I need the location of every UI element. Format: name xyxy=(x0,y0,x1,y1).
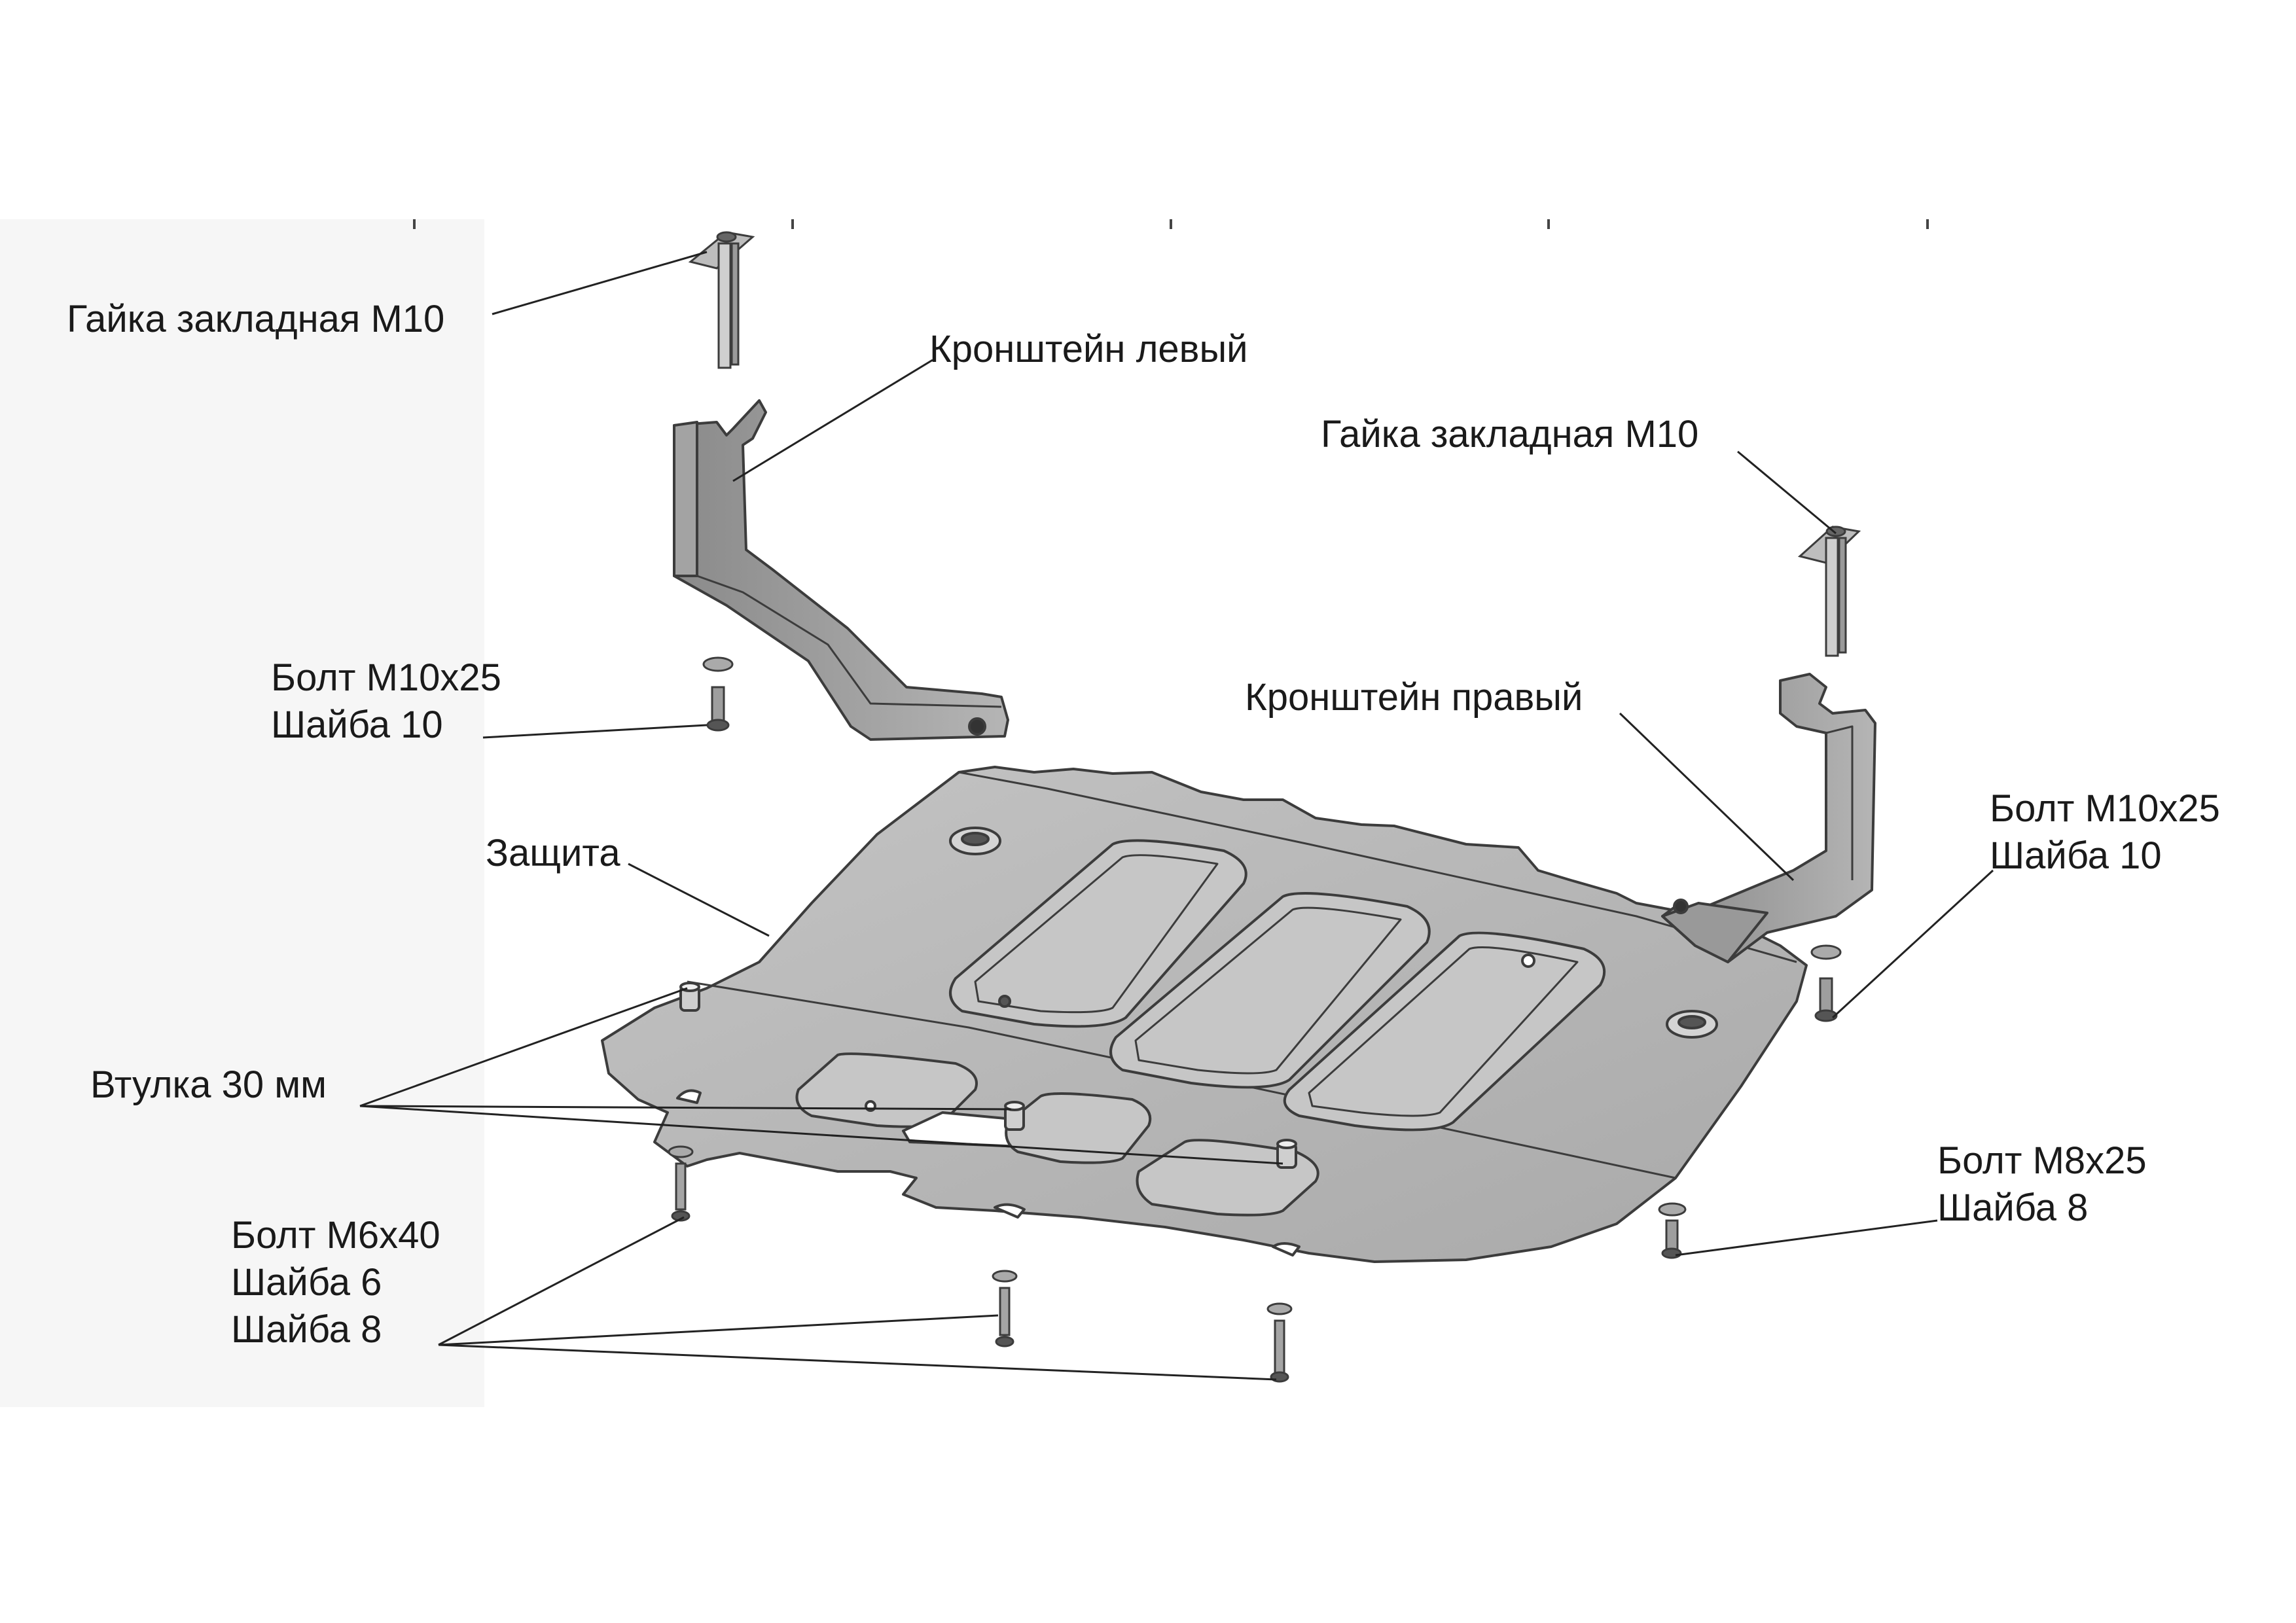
leader-bolt-m6 xyxy=(438,1216,1277,1381)
label-bolt-m6-line1: Болт М6х40 xyxy=(231,1214,440,1257)
leader-nut-left xyxy=(492,251,708,315)
label-bolt-m10-left-line2: Шайба 10 xyxy=(271,704,443,746)
leader-guard xyxy=(628,863,770,937)
leader-bolt-left xyxy=(482,724,708,739)
label-bolt-m6: Болт М6х40 Шайба 6 Шайба 8 xyxy=(231,1212,440,1353)
label-bolt-m10-left-line1: Болт М10х25 xyxy=(271,656,501,699)
label-nut-right: Гайка закладная М10 xyxy=(1321,413,1699,455)
label-bolt-m8-line1: Болт М8х25 xyxy=(1937,1139,2147,1182)
label-bolt-m10-left: Болт М10х25 Шайба 10 xyxy=(271,654,501,749)
label-bolt-m10-right: Болт М10х25 Шайба 10 xyxy=(1990,785,2220,880)
embedded-nut-left xyxy=(688,231,755,369)
bushings xyxy=(679,982,1297,1169)
leader-bolt-m8 xyxy=(1675,1219,1938,1257)
leader-bracket-left xyxy=(732,359,933,482)
guard-mount-holes xyxy=(676,827,1718,1257)
label-bracket-left: Кронштейн левый xyxy=(929,328,1248,370)
label-bolt-m8-line2: Шайба 8 xyxy=(1937,1186,2089,1229)
leader-lines xyxy=(359,251,1994,1381)
label-guard: Защита xyxy=(486,832,620,874)
bolts-m6 xyxy=(668,1145,1293,1383)
label-nut-left: Гайка закладная М10 xyxy=(67,298,445,340)
label-bracket-right: Кронштейн правый xyxy=(1245,676,1583,719)
top-tick-marks xyxy=(413,219,1929,229)
bolt-m10-left xyxy=(702,656,734,732)
guard-plate xyxy=(601,766,1808,1263)
label-bolt-m10-right-line1: Болт М10х25 xyxy=(1990,787,2220,830)
left-bracket xyxy=(673,399,1009,741)
bolt-m8 xyxy=(1658,1202,1687,1259)
bolt-m10-right xyxy=(1810,944,1842,1022)
label-bolt-m8: Болт М8х25 Шайба 8 xyxy=(1937,1137,2147,1232)
background-panel xyxy=(0,219,484,1407)
label-bushing: Втулка 30 мм xyxy=(90,1063,327,1106)
leader-bolt-right xyxy=(1831,869,1994,1019)
label-bolt-m6-line3: Шайба 8 xyxy=(231,1308,382,1351)
leader-bushing xyxy=(359,987,1283,1165)
guard-recesses xyxy=(949,839,1606,1132)
right-bracket xyxy=(1661,673,1876,963)
embedded-nut-right xyxy=(1797,526,1861,657)
label-bolt-m10-right-line2: Шайба 10 xyxy=(1990,834,2162,877)
leader-bracket-right xyxy=(1619,712,1795,882)
leader-nut-right xyxy=(1737,450,1837,535)
label-bolt-m6-line2: Шайба 6 xyxy=(231,1261,382,1304)
